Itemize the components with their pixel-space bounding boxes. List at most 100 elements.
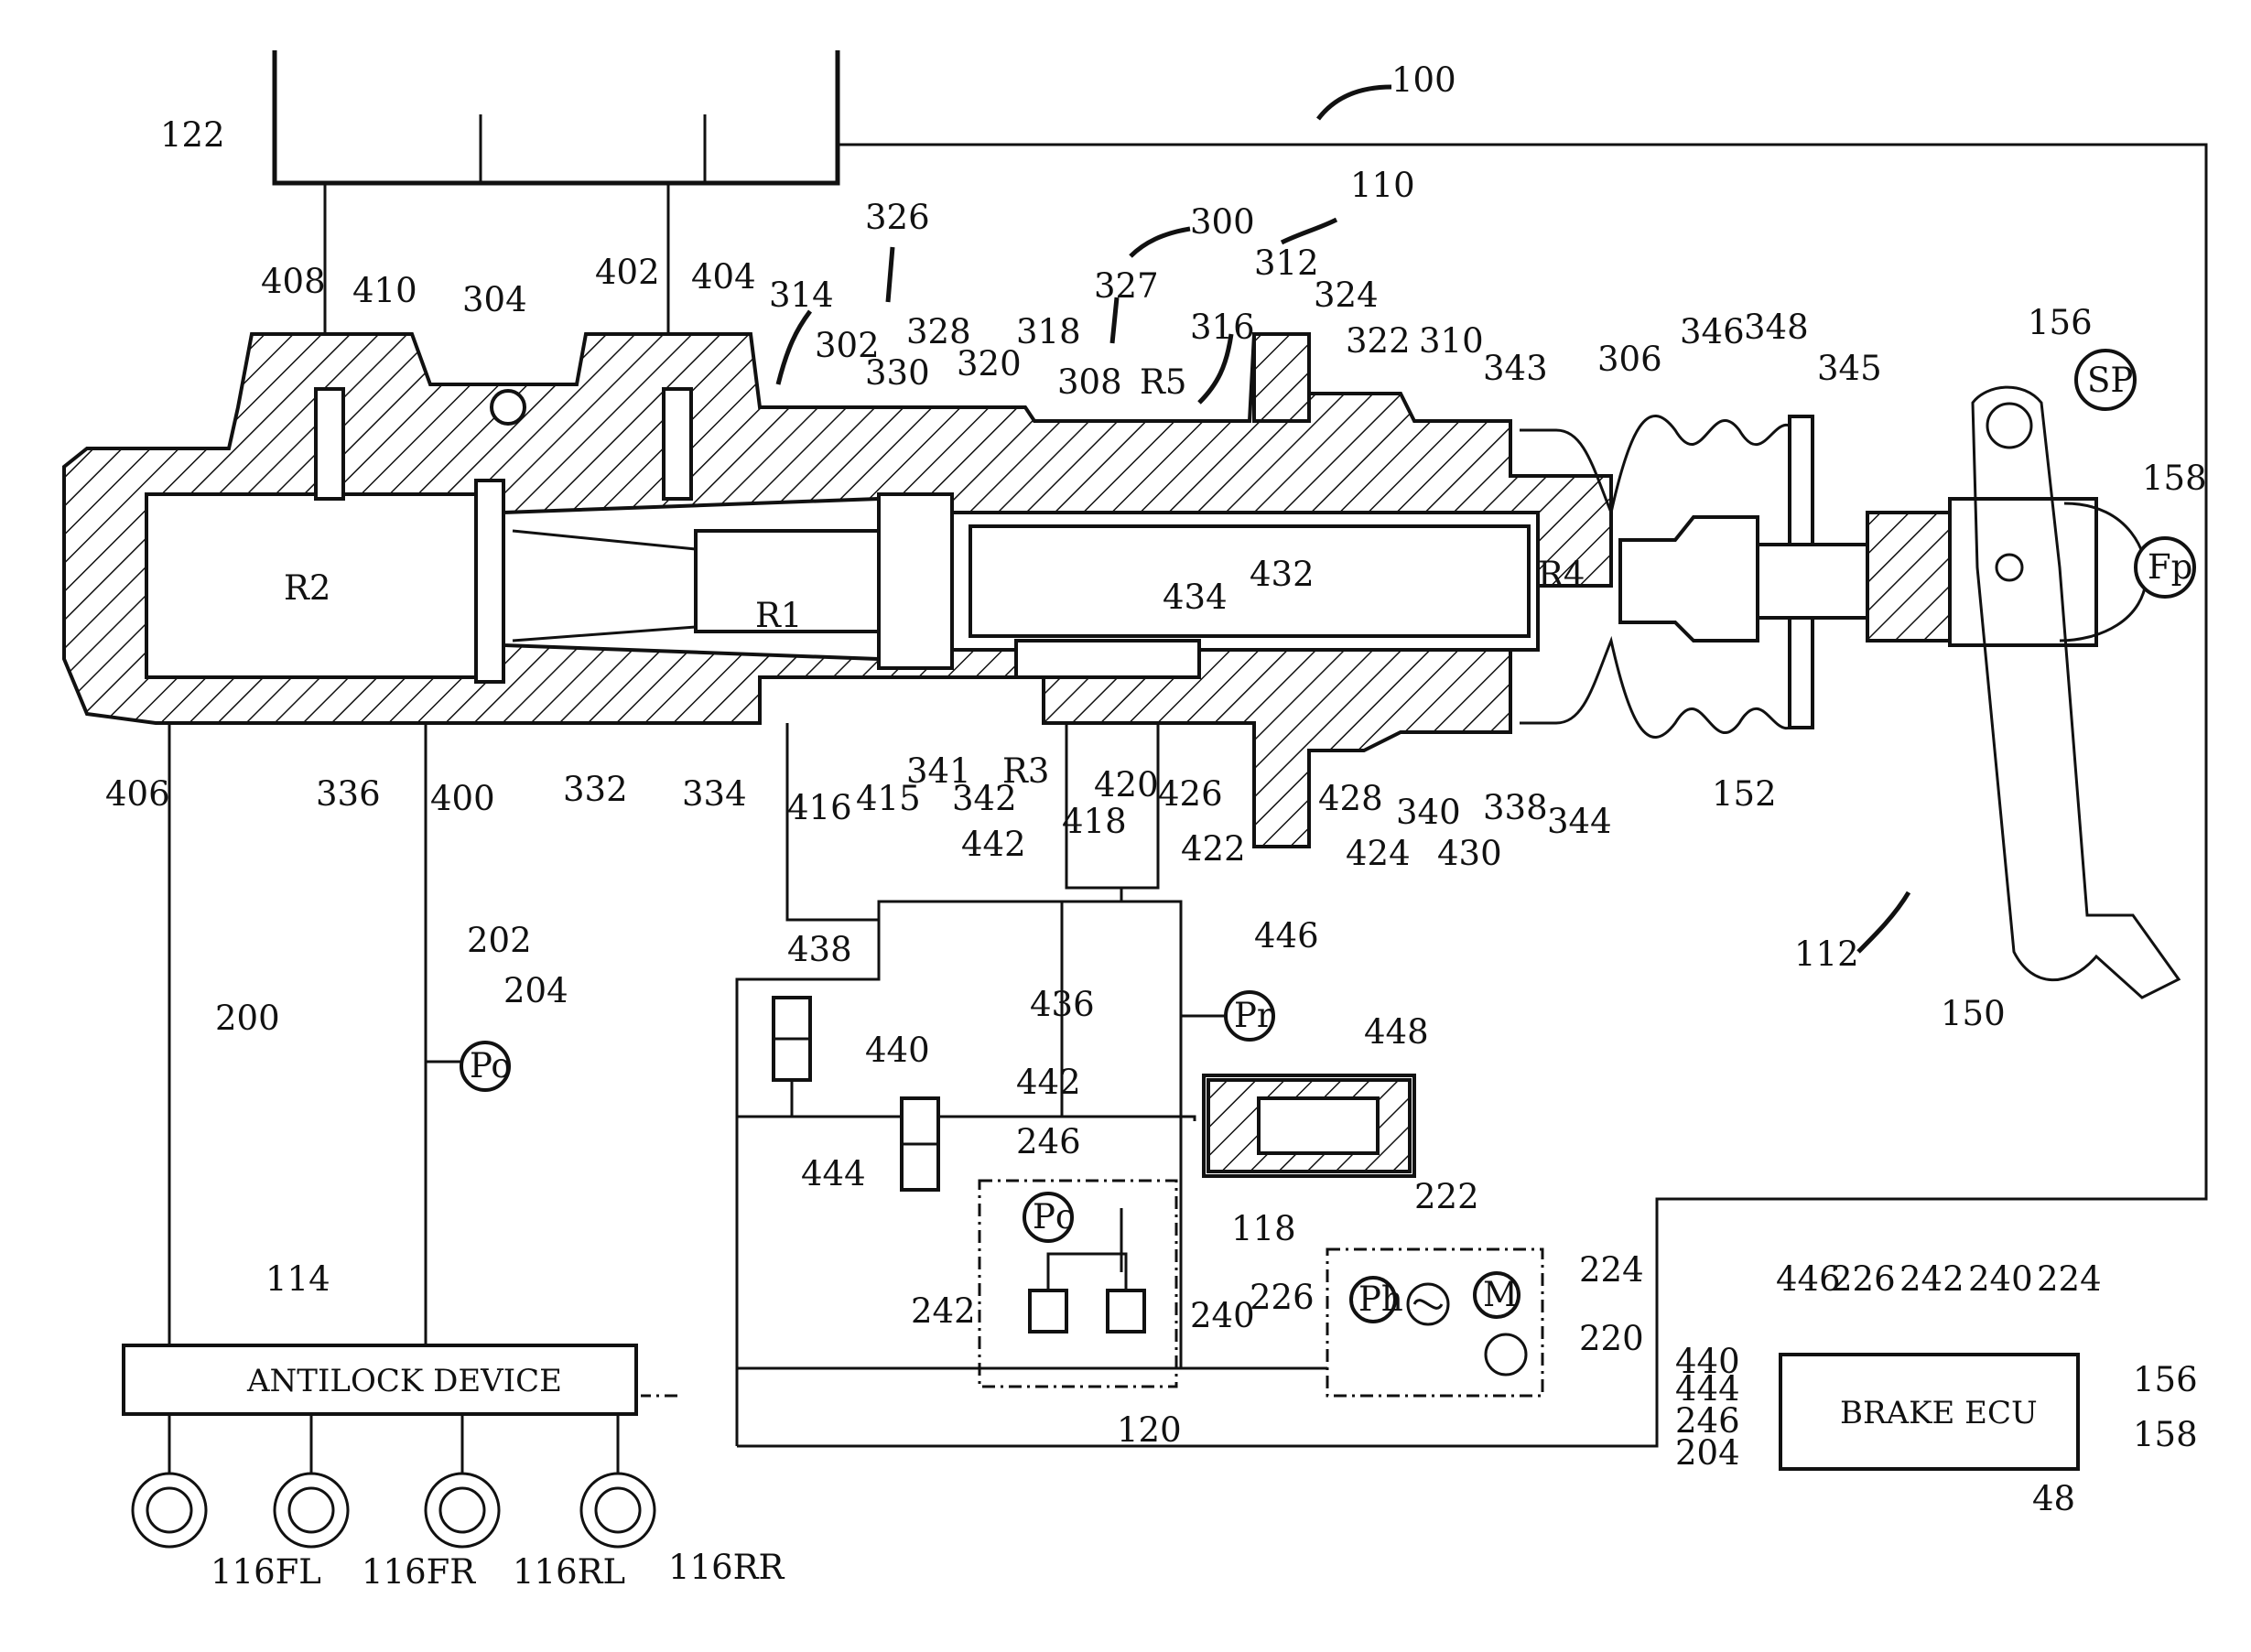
label-345: 345 [1817, 349, 1882, 388]
label-120: 120 [1117, 1410, 1182, 1450]
label-327: 327 [1094, 266, 1159, 306]
label-R1: R1 [755, 596, 802, 635]
label-314: 314 [769, 275, 834, 315]
label-310: 310 [1419, 321, 1484, 361]
label-438: 438 [787, 930, 852, 969]
sensor-pr-text: Pr [1234, 996, 1273, 1035]
label-442b: 442 [1016, 1063, 1081, 1102]
label-330: 330 [865, 353, 930, 393]
label-426: 426 [1158, 774, 1223, 814]
label-442a: 442 [961, 825, 1026, 864]
label-304: 304 [462, 280, 527, 319]
label-48: 48 [2032, 1479, 2075, 1518]
label-224: 224 [1579, 1250, 1644, 1290]
label-100: 100 [1391, 60, 1456, 100]
label-R2: R2 [284, 568, 330, 608]
label-434: 434 [1163, 578, 1228, 617]
label-432: 432 [1250, 555, 1315, 594]
label-446: 446 [1254, 916, 1319, 956]
label-220: 220 [1579, 1319, 1644, 1358]
label-318: 318 [1016, 312, 1081, 351]
label-110: 110 [1350, 166, 1415, 205]
label-114: 114 [265, 1259, 330, 1299]
label-300: 300 [1190, 202, 1255, 242]
ecu-top-1: 226 [1831, 1259, 1896, 1299]
label-444: 444 [801, 1154, 866, 1193]
label-152: 152 [1712, 774, 1777, 814]
label-316: 316 [1190, 308, 1255, 347]
ecu-top-3: 240 [1968, 1259, 2033, 1299]
label-R4: R4 [1538, 555, 1585, 594]
hydraulic-lines [169, 723, 1327, 1446]
antilock-label: ANTILOCK DEVICE [246, 1363, 562, 1399]
stroke-simulator [1204, 1075, 1414, 1176]
label-240: 240 [1190, 1296, 1255, 1335]
wheel-brakes [133, 1414, 655, 1547]
label-R5: R5 [1140, 362, 1186, 402]
ecu-right-1: 158 [2133, 1415, 2198, 1454]
label-116RL: 116RL [513, 1552, 625, 1592]
label-404: 404 [691, 257, 756, 297]
label-312: 312 [1254, 243, 1319, 283]
label-116RR: 116RR [668, 1548, 785, 1587]
push-rod [1620, 499, 2096, 645]
label-118: 118 [1231, 1209, 1296, 1248]
label-428: 428 [1318, 779, 1383, 818]
label-222: 222 [1414, 1177, 1479, 1216]
label-436: 436 [1030, 985, 1095, 1024]
label-322: 322 [1346, 321, 1411, 361]
sensor-po-text: Po [470, 1046, 512, 1085]
label-336: 336 [316, 774, 381, 814]
label-400: 400 [430, 779, 495, 818]
label-116FR: 116FR [362, 1552, 476, 1592]
label-338: 338 [1483, 788, 1548, 827]
label-320: 320 [957, 344, 1022, 383]
label-406: 406 [105, 774, 170, 814]
label-343: 343 [1483, 349, 1548, 388]
label-200: 200 [215, 999, 280, 1038]
label-348: 348 [1744, 308, 1809, 347]
label-340: 340 [1396, 793, 1461, 832]
sensor-ph-text: Ph [1358, 1279, 1403, 1319]
ecu-top-4: 224 [2037, 1259, 2102, 1299]
sensor-m-text: M [1483, 1275, 1518, 1314]
label-158: 158 [2142, 459, 2207, 498]
label-334: 334 [682, 774, 747, 814]
ecu-left-3: 204 [1675, 1433, 1740, 1473]
label-308: 308 [1057, 362, 1122, 402]
label-448: 448 [1364, 1012, 1429, 1052]
label-342: 342 [952, 779, 1017, 818]
label-332: 332 [563, 770, 628, 809]
label-344: 344 [1547, 802, 1612, 841]
label-422: 422 [1181, 829, 1246, 869]
label-150: 150 [1941, 994, 2006, 1033]
ecu-label: BRAKE ECU [1840, 1395, 2038, 1431]
pressure-regulator [979, 1181, 1176, 1387]
label-440: 440 [865, 1031, 930, 1070]
label-418: 418 [1062, 802, 1127, 841]
label-326: 326 [865, 198, 930, 237]
label-242: 242 [911, 1291, 976, 1331]
label-246: 246 [1016, 1122, 1081, 1161]
label-156: 156 [2028, 303, 2093, 342]
label-402: 402 [595, 253, 660, 292]
ecu-right-0: 156 [2133, 1360, 2198, 1399]
sensor-pc-text: Pc [1033, 1197, 1075, 1236]
label-420: 420 [1094, 765, 1159, 804]
label-226: 226 [1250, 1278, 1315, 1317]
label-202: 202 [467, 921, 532, 960]
sensor-sp-text: SP [2087, 361, 2133, 400]
ecu-top-2: 242 [1899, 1259, 1964, 1299]
sensor-fp-text: Fp [2148, 547, 2192, 587]
label-116FL: 116FL [211, 1552, 321, 1592]
label-408: 408 [261, 262, 326, 301]
label-430: 430 [1437, 834, 1502, 873]
label-324: 324 [1314, 275, 1379, 315]
label-306: 306 [1597, 340, 1662, 379]
label-112: 112 [1794, 934, 1859, 974]
label-346: 346 [1680, 312, 1745, 351]
label-122: 122 [160, 115, 225, 155]
label-416: 416 [787, 788, 852, 827]
label-424: 424 [1346, 834, 1411, 873]
